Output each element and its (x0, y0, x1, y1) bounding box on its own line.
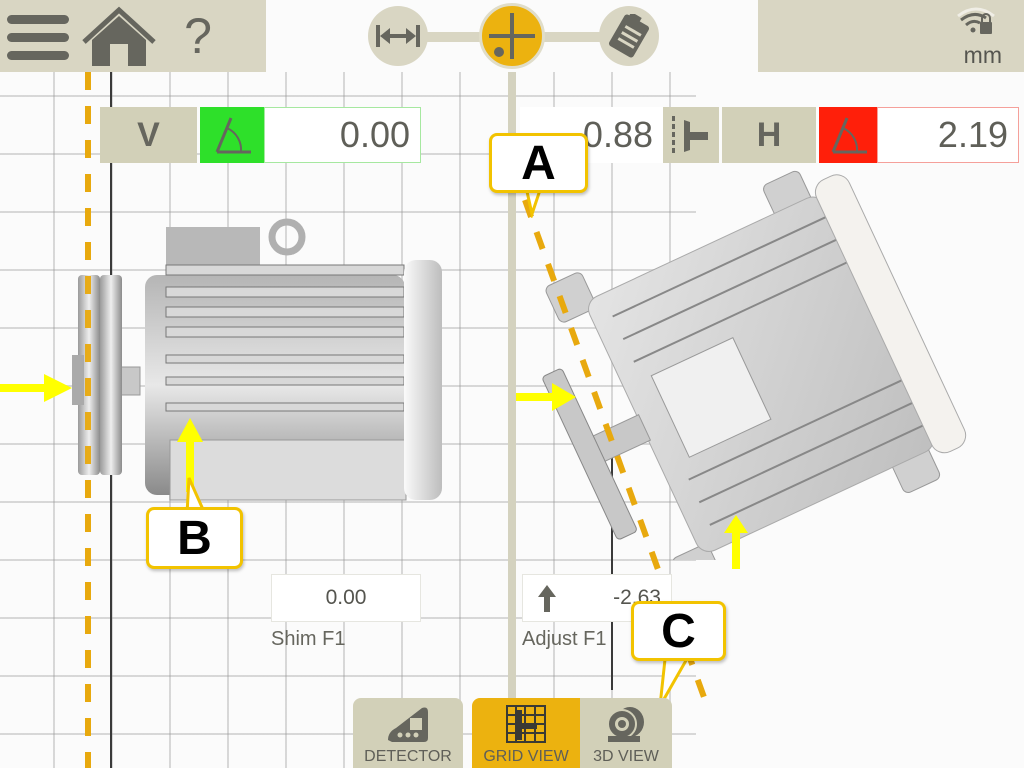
reference-line-right (611, 430, 613, 690)
tab-3d-view[interactable]: 3D VIEW (580, 698, 672, 768)
shim-value-text: 0.00 (325, 586, 367, 609)
crosshair-target-icon (489, 13, 535, 59)
alignment-axis-dashed-overlay (85, 276, 91, 506)
wifi-locked-icon[interactable] (956, 4, 996, 36)
vertical-angle-value: 0.00 (264, 107, 421, 163)
unit-label[interactable]: mm (963, 42, 1002, 68)
home-icon (82, 6, 156, 66)
help-button[interactable]: ? (178, 6, 218, 66)
vertical-angle-status[interactable] (200, 107, 264, 163)
callout-a: A (489, 133, 588, 193)
home-button[interactable] (80, 4, 158, 68)
horizontal-angle-status[interactable] (819, 107, 877, 163)
angle-icon (831, 117, 867, 154)
adjust-f1-caption: Adjust F1 (522, 628, 607, 650)
callout-c: C (631, 601, 726, 661)
vertical-label: V (100, 107, 197, 163)
shim-f1-caption: Shim F1 (271, 628, 346, 650)
horizontal-angle-value: 2.19 (877, 107, 1019, 163)
shim-arrow-up-icon (177, 418, 203, 492)
tab-3d-view-label: 3D VIEW (593, 748, 659, 765)
angle-icon (215, 117, 251, 154)
motor-side-view (72, 218, 442, 501)
measurement-arrow-left-icon (0, 374, 72, 402)
step-dimensions-button[interactable] (368, 6, 428, 66)
top-toolbar-right: mm (758, 0, 1024, 72)
vertical-angle-value-text: 0.00 (339, 114, 410, 155)
menu-button[interactable] (4, 6, 70, 66)
coupling-offset-icon (672, 116, 708, 153)
callout-b-label: B (177, 511, 212, 565)
step-measure-button[interactable] (479, 3, 545, 69)
callout-a-label: A (521, 136, 556, 190)
tab-grid-view[interactable]: GRID VIEW (472, 698, 580, 768)
detector-icon (388, 707, 428, 742)
horizontal-label-text: H (756, 115, 782, 154)
step-results-button[interactable] (599, 6, 659, 66)
arrow-up-icon (538, 585, 556, 612)
adjust-arrow-up-icon (724, 515, 748, 569)
coupling-offset-indicator (663, 107, 719, 163)
horizontal-offset-value-text: 0.88 (582, 114, 653, 155)
step-navigation (368, 0, 660, 72)
3d-motor-icon (607, 707, 644, 742)
tab-detector[interactable]: DETECTOR (353, 698, 463, 768)
help-icon: ? (184, 8, 212, 64)
motor-top-view (542, 170, 967, 560)
grid-view-icon (506, 705, 546, 743)
measurement-arrow-right-icon (516, 383, 576, 411)
top-toolbar-left: ? (0, 0, 266, 72)
dimension-arrows-icon (376, 25, 420, 47)
horizontal-angle-value-text: 2.19 (937, 114, 1008, 155)
tab-detector-label: DETECTOR (364, 748, 452, 765)
hamburger-menu-icon (7, 15, 69, 60)
horizontal-label: H (722, 107, 816, 163)
view-separator (508, 72, 516, 768)
tab-grid-view-label: GRID VIEW (483, 748, 569, 765)
vertical-label-text: V (137, 115, 160, 154)
report-document-icon (608, 14, 650, 58)
shim-f1-value: 0.00 (271, 574, 421, 622)
callout-c-label: C (661, 604, 696, 658)
callout-b: B (146, 507, 243, 569)
